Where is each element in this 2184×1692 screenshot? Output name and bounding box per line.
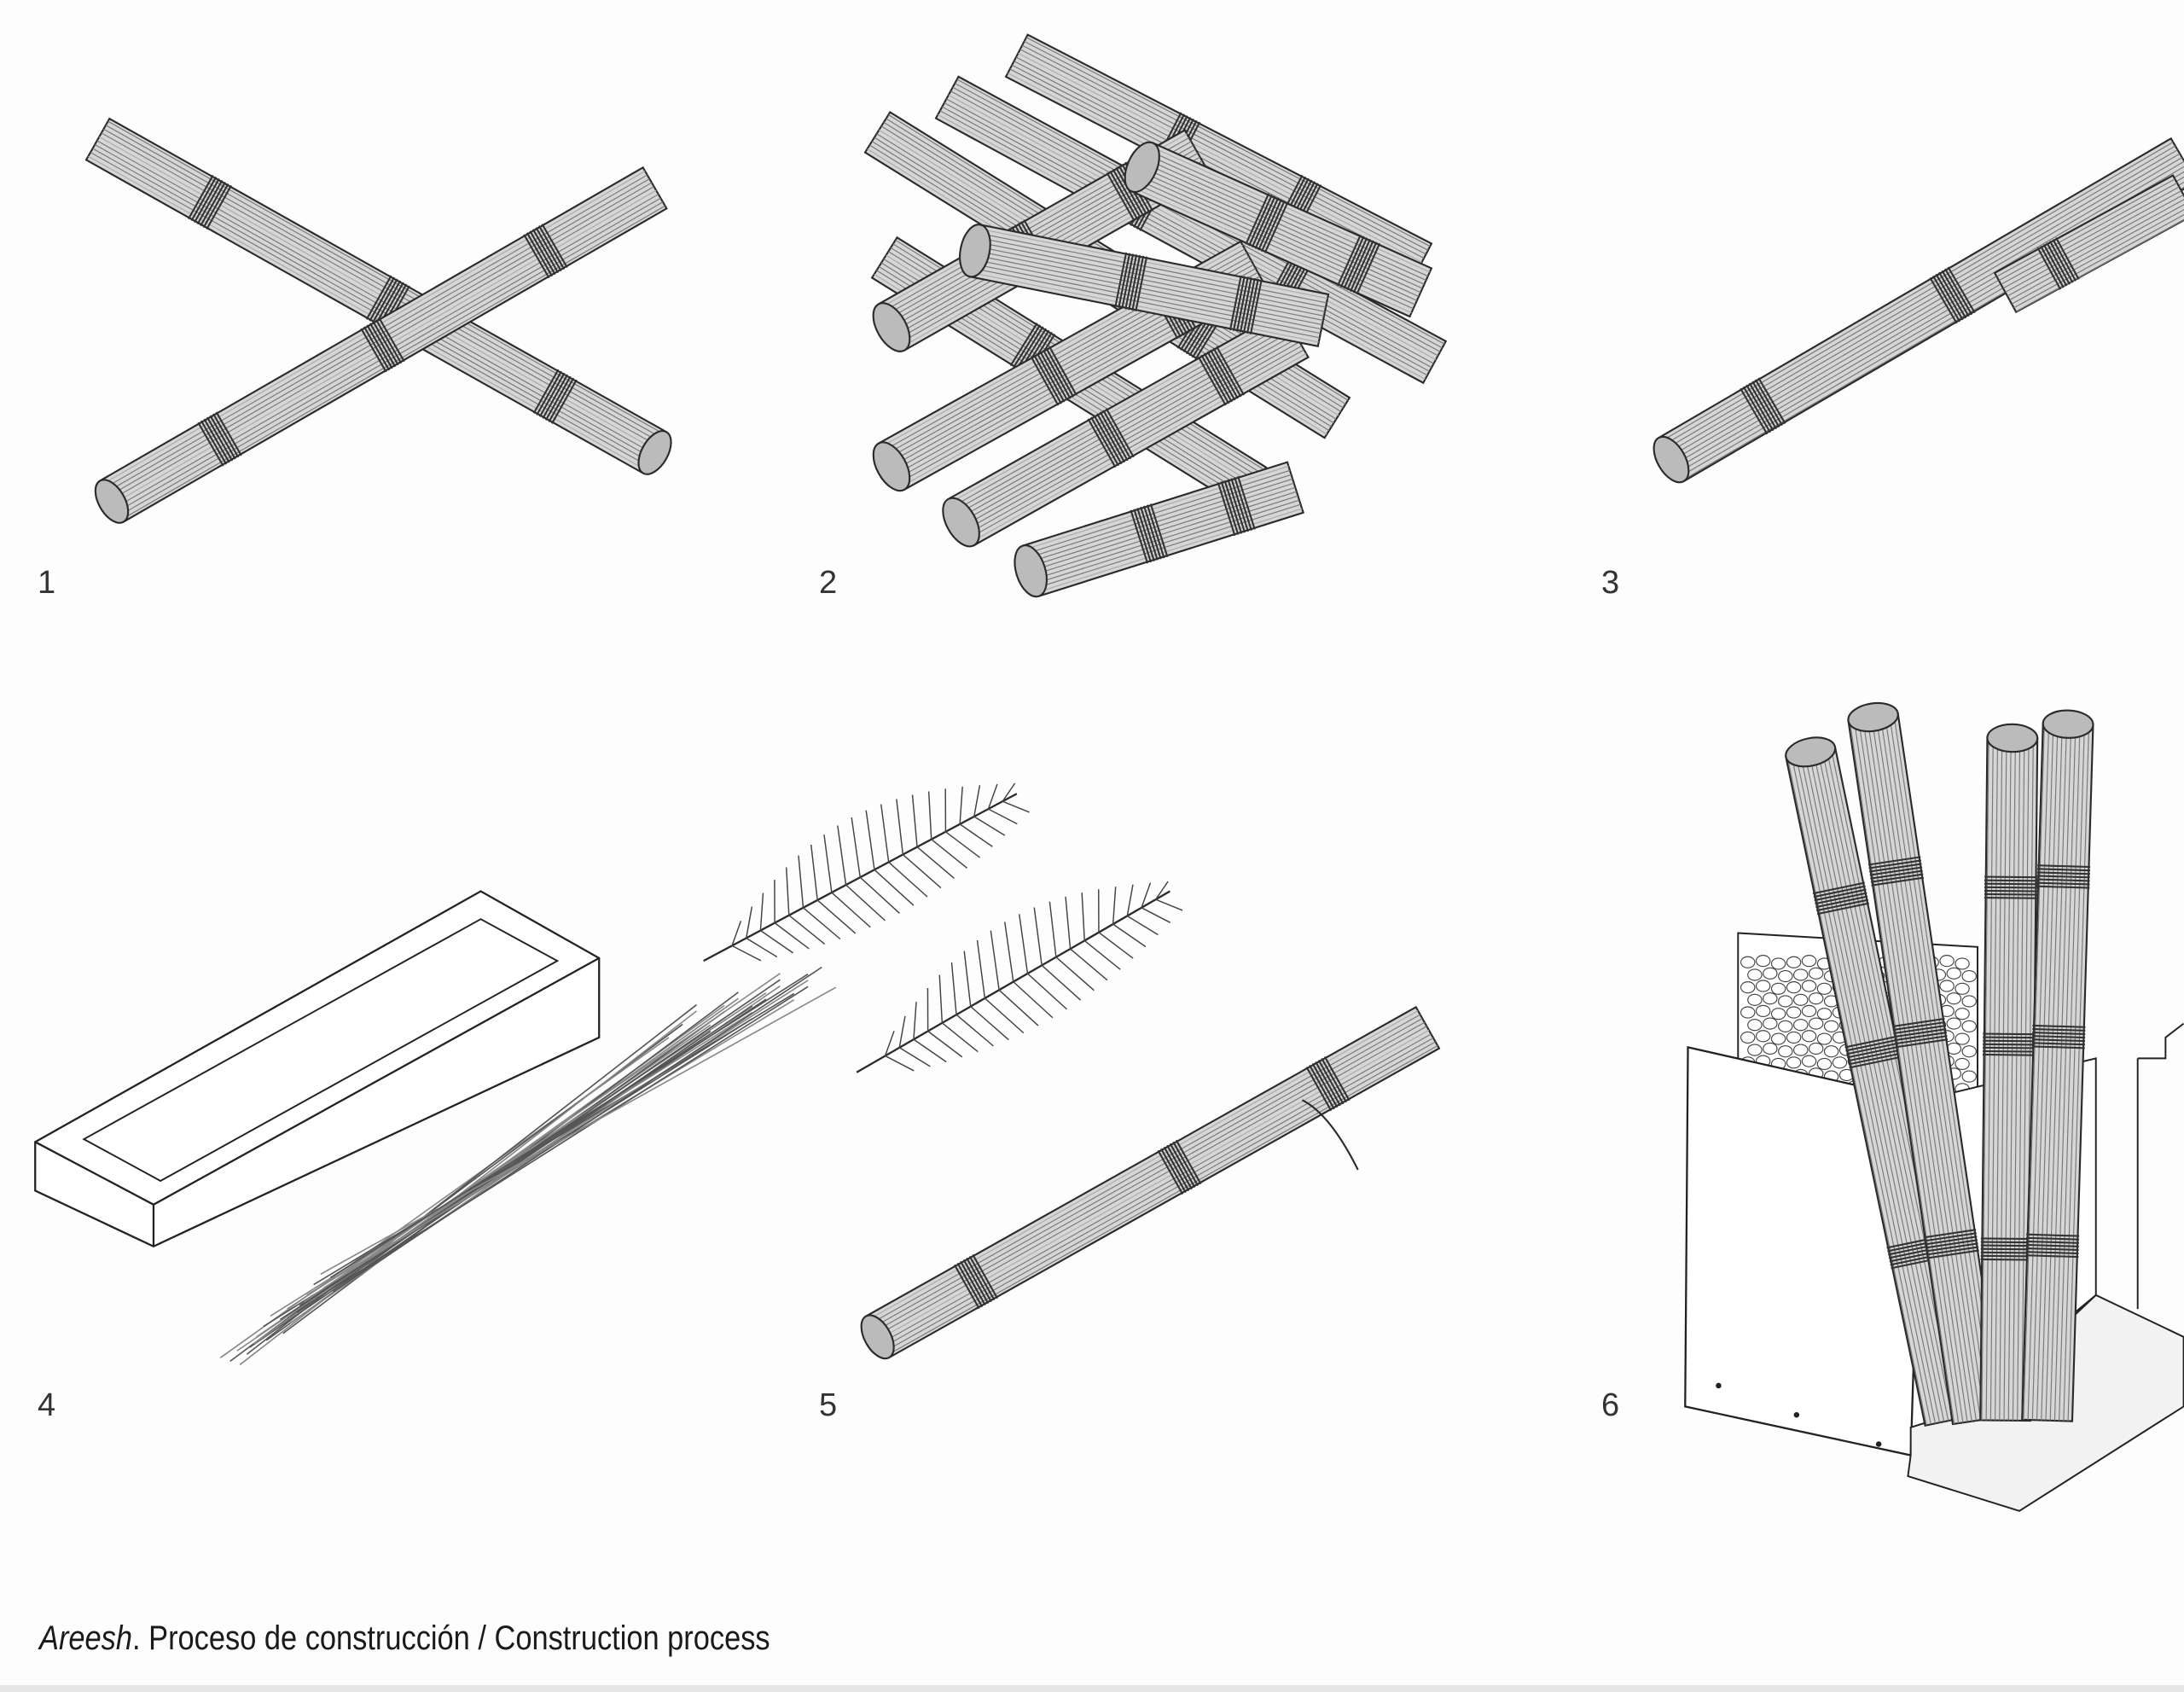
step-1-crossed-bundles — [84, 117, 672, 524]
caption-english: Construction process — [494, 1619, 770, 1657]
binding — [1217, 475, 1256, 537]
reed-bundle — [1124, 141, 1433, 318]
reed-bundle — [1993, 174, 2184, 314]
binding — [1983, 1032, 2036, 1056]
binding — [1087, 408, 1135, 468]
binding — [1867, 856, 1925, 887]
step-label-6: 6 — [1601, 1387, 1620, 1423]
binding — [1844, 1035, 1902, 1069]
bundle-end — [94, 479, 130, 524]
binding — [953, 1253, 998, 1310]
binding — [197, 411, 242, 467]
binding — [1891, 1017, 1949, 1049]
binding — [1929, 266, 1976, 324]
binding — [1740, 377, 1786, 435]
binding — [2036, 864, 2091, 889]
binding — [1980, 1237, 2034, 1261]
bundle-end — [1986, 723, 2039, 753]
reed-bundle — [1653, 137, 2184, 484]
binding — [2036, 237, 2080, 290]
step-5-leaves-and-bundle — [703, 782, 1441, 1360]
reed-bundle — [942, 310, 1310, 548]
reed-bundle — [84, 117, 672, 475]
loose-reeds — [219, 966, 837, 1366]
binding — [2031, 1024, 2086, 1050]
step-label-1: 1 — [38, 565, 56, 601]
binding — [523, 224, 568, 279]
bundle-end — [637, 430, 672, 475]
step-label-2: 2 — [819, 565, 838, 601]
bundle-end — [1785, 736, 1837, 768]
binding — [360, 317, 405, 373]
figure-caption: Areesh. Proceso de construcción / Constr… — [39, 1619, 770, 1658]
binding — [1337, 234, 1381, 295]
binding — [1984, 875, 2038, 899]
caption-title-separator: . — [132, 1619, 149, 1657]
step-4-trough-and-reeds — [34, 890, 837, 1366]
binding — [1245, 193, 1289, 253]
binding — [1030, 346, 1077, 406]
step-2-bundle-lattice — [863, 33, 1448, 598]
caption-spanish: Proceso de construcción — [148, 1619, 470, 1657]
binding — [1197, 346, 1245, 406]
binding — [2025, 1233, 2080, 1259]
palm-leaves — [703, 782, 1183, 1073]
bundle-end — [1014, 544, 1048, 598]
reed-bundle — [2021, 709, 2094, 1422]
binding — [1305, 1055, 1350, 1112]
binding — [187, 174, 232, 230]
bundle-end — [1847, 701, 1899, 733]
binding — [1130, 503, 1169, 564]
step-label-4: 4 — [38, 1387, 56, 1423]
bundle-end — [872, 441, 911, 492]
binding — [532, 369, 578, 424]
bundle-end — [860, 1314, 895, 1360]
bundle-end — [1653, 435, 1690, 484]
bundle-end — [959, 224, 991, 278]
reed-bundle — [959, 224, 1330, 348]
binding — [1228, 275, 1263, 334]
palm-leaf — [856, 881, 1183, 1073]
caption-divider: / — [469, 1619, 495, 1657]
bundle-end — [942, 497, 980, 548]
step-6-foundation-section — [1684, 701, 2184, 1512]
step-label-5: 5 — [819, 1387, 838, 1423]
bundle-end — [872, 302, 911, 352]
bottom-border — [0, 1685, 2184, 1692]
palm-leaf — [703, 782, 1030, 962]
step-3-bundle-joint — [1653, 137, 2184, 484]
binding — [1157, 1139, 1202, 1195]
binding — [1114, 252, 1148, 311]
binding — [1923, 1229, 1979, 1259]
binding — [1812, 881, 1869, 916]
bundle-end — [2042, 709, 2094, 739]
reed-bundle — [860, 1005, 1441, 1360]
reed-bundle — [94, 166, 668, 524]
step-label-3: 3 — [1601, 565, 1620, 601]
reed-bundle — [1979, 723, 2039, 1422]
caption-title: Areesh — [39, 1619, 133, 1657]
reed-bundle — [1014, 461, 1304, 598]
bundle-end — [1124, 141, 1160, 194]
